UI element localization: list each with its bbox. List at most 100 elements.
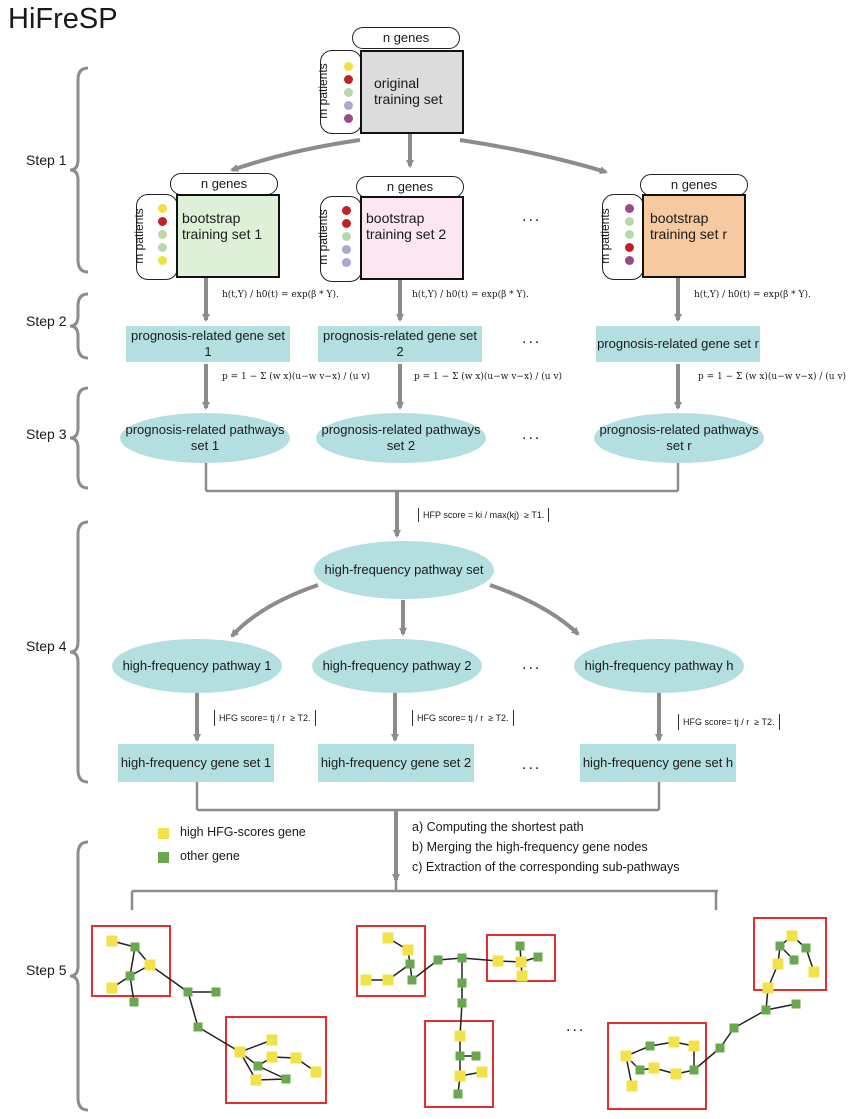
hfg-score-formula: HFG score= tj / r ≥ T2. [412,710,514,726]
legend-high-gene-swatch [158,828,169,839]
other-gene-node [515,941,525,951]
ellipsis: ... [522,756,542,773]
hypergeometric-formula: p = 1 − Σ (w x)(u−w v−x) / (u v) [414,372,563,382]
patient-dot [625,217,634,226]
pathway-set-ellipse-r: prognosis-related pathways set r [594,413,764,463]
step-4-label: Step 4 [26,638,67,654]
subpathway-box [356,925,426,997]
patient-count-label: m patients [316,209,330,265]
other-gene-node [645,1041,655,1051]
other-gene-node [455,1051,465,1061]
patient-dot [625,243,634,252]
other-gene-node [791,999,801,1009]
patient-count-label: m patients [132,208,146,264]
other-gene-node [801,943,811,953]
other-gene-node [405,959,415,969]
gene-set-box-2: prognosis-related gene set 2 [318,326,482,362]
ellipsis: ... [522,656,542,673]
subpathway-box [607,1022,707,1110]
gene-count-tab: n genes [170,173,278,195]
bootstrap-label-1: bootstrap training set 1 [182,210,263,243]
other-gene-node [453,1089,463,1099]
other-gene-node [183,987,193,997]
flow-arrow [230,138,361,172]
other-gene-node [761,1005,771,1015]
gene-set-box-1: prognosis-related gene set 1 [126,326,290,362]
high-gene-node [772,958,784,970]
other-gene-node [775,941,785,951]
step5-note-a: a) Computing the shortest path [412,820,584,834]
other-gene-node [457,978,467,988]
diagram-title: HiFreSP [8,3,118,35]
subpathway-box [753,917,827,991]
bootstrap-label-r: bootstrap training set r [650,210,728,243]
subpathway-box [91,925,171,997]
other-gene-node [689,1065,699,1075]
other-gene-node [457,953,467,963]
flow-line [187,991,199,1028]
other-gene-node [471,1051,481,1061]
patient-count-tab [320,196,362,282]
patient-dot [342,232,351,241]
step-bracket [69,292,89,360]
patient-dot [625,204,634,213]
step-bracket [69,386,89,490]
pathway-ellipse-2: high-frequency pathway 2 [312,639,482,693]
patient-dot [625,256,634,265]
patient-dot [158,230,167,239]
high-gene-node [648,1062,660,1074]
flow-line [129,946,136,977]
hf-gene-set-box-2: high-frequency gene set 2 [318,744,474,782]
cox-formula: h(t,Y) / h0(t) = exp(β * Y). [222,290,339,300]
ellipsis: ... [566,1018,586,1035]
high-gene-node [808,966,820,978]
high-gene-node [476,1066,488,1078]
high-gene-node [762,982,774,994]
high-gene-node [266,1051,278,1063]
step-2-label: Step 2 [26,313,67,329]
cox-formula: h(t,Y) / h0(t) = exp(β * Y). [694,290,811,300]
high-gene-node [454,1070,466,1082]
pathway-ellipse-1: high-frequency pathway 1 [112,639,282,693]
hfg-score-formula: HFG score= tj / r ≥ T2. [678,714,780,730]
flow-line [149,964,189,993]
patient-dot [158,256,167,265]
patient-count-label: m patients [316,63,330,119]
legend-other-gene-swatch [158,852,169,863]
step-bracket [69,840,89,1112]
high-frequency-pathway-set-ellipse: high-frequency pathway set [314,541,494,599]
patient-count-label: m patients [598,208,612,264]
patient-dot [344,101,353,110]
step-1-label: Step 1 [26,152,67,168]
step5-note-b: b) Merging the high-frequency gene nodes [412,840,648,854]
high-gene-node [454,1030,466,1042]
legend-high-gene-label: high HFG-scores gene [180,825,306,839]
other-gene-node [789,955,799,965]
patient-dot [342,219,351,228]
other-gene-node [130,942,140,952]
bootstrap-matrix-1 [176,194,280,278]
gene-count-tab: n genes [640,174,748,196]
gene-count-tab: n genes [352,27,460,49]
patient-dot [158,217,167,226]
high-gene-node [670,1068,682,1080]
other-gene-node [211,987,221,997]
bootstrap-matrix-2 [360,196,464,280]
cox-formula: h(t,Y) / h0(t) = exp(β * Y). [412,290,529,300]
pathway-ellipse-h: high-frequency pathway h [574,639,744,693]
high-gene-node [516,970,528,982]
other-gene-node [729,1023,739,1033]
other-gene-node [715,1043,725,1053]
patient-dot [625,230,634,239]
flow-arrow [489,583,580,636]
patient-dot [344,114,353,123]
patient-count-tab [320,50,362,134]
high-gene-node [290,1052,302,1064]
bootstrap-matrix-r [642,194,746,278]
high-gene-node [360,974,372,986]
flow-line [461,957,499,962]
high-gene-node [382,932,394,944]
ellipsis: ... [522,426,542,443]
high-gene-node [668,1036,680,1048]
